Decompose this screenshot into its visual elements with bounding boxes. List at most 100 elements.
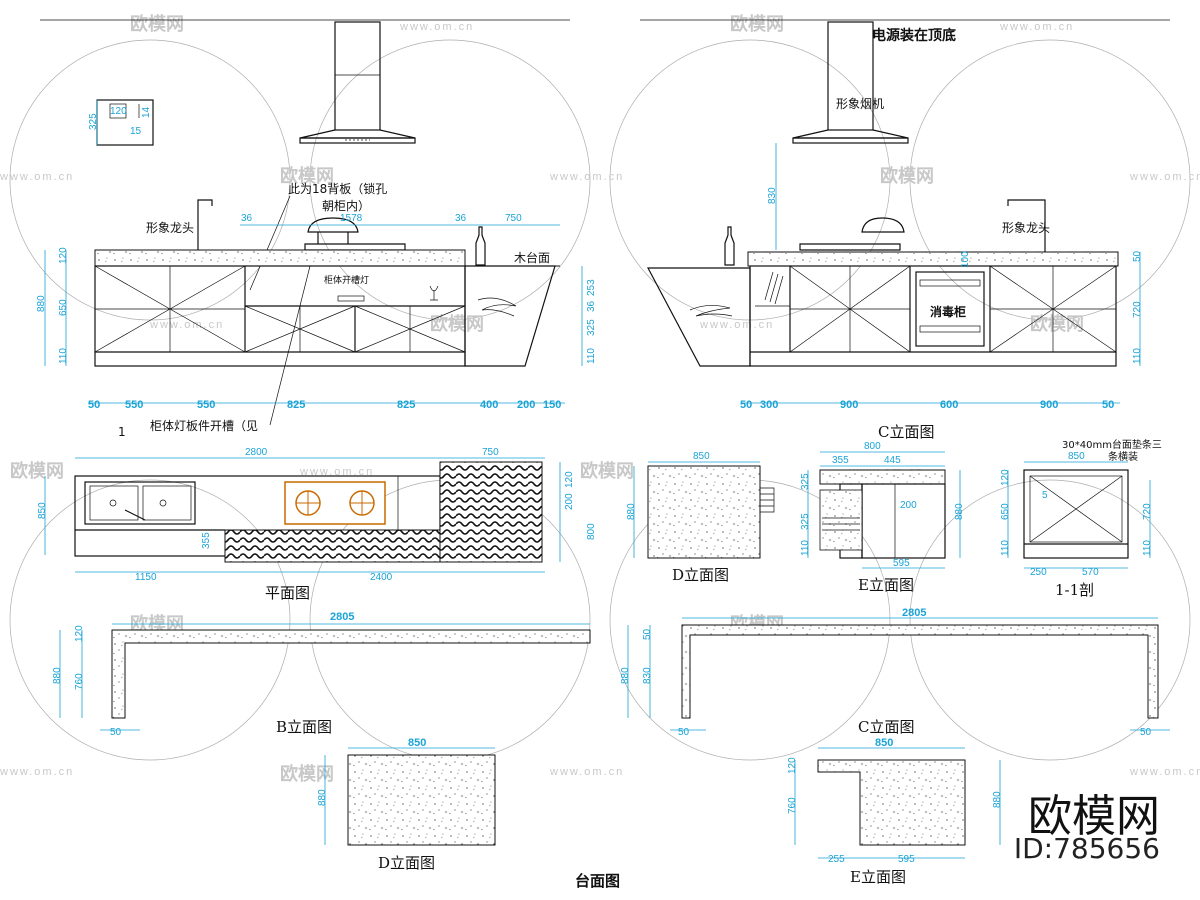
svg-text:120: 120	[58, 247, 69, 264]
svg-text:50: 50	[642, 628, 653, 640]
svg-text:400: 400	[480, 399, 498, 411]
title-e-elevation-counter: E立面图	[850, 868, 906, 886]
svg-text:900: 900	[1040, 399, 1058, 411]
hood-detail-box: 325 120 14 15	[88, 99, 154, 146]
svg-text:880: 880	[36, 295, 47, 312]
svg-text:www.om.cn: www.om.cn	[699, 319, 774, 331]
svg-text:880: 880	[992, 791, 1003, 808]
svg-text:830: 830	[767, 187, 778, 204]
title-section: 1-1剖	[1055, 581, 1094, 599]
svg-text:www.om.cn: www.om.cn	[549, 766, 624, 778]
svg-text:柜体灯板件开槽（见: 柜体灯板件开槽（见	[150, 419, 258, 433]
svg-text:255: 255	[828, 854, 845, 865]
svg-text:欧模网: 欧模网	[580, 460, 634, 482]
svg-text:形象烟机: 形象烟机	[836, 97, 884, 111]
svg-text:2400: 2400	[370, 572, 393, 583]
svg-text:2805: 2805	[330, 611, 354, 623]
plan-view: 2800 750 850 1150 2400 355 120 200 800 平…	[37, 447, 597, 602]
svg-text:200: 200	[900, 500, 917, 511]
svg-text:120: 120	[110, 106, 127, 117]
svg-text:110: 110	[58, 348, 69, 364]
svg-text:595: 595	[893, 558, 910, 569]
svg-text:1150: 1150	[135, 572, 157, 583]
svg-text:570: 570	[1082, 567, 1099, 578]
svg-text:110: 110	[1000, 540, 1011, 556]
svg-text:1: 1	[118, 425, 126, 439]
svg-text:720: 720	[1132, 301, 1143, 318]
svg-text:50: 50	[88, 399, 100, 411]
svg-text:14: 14	[141, 106, 152, 118]
svg-text:朝柜内）: 朝柜内）	[322, 199, 370, 213]
svg-text:100: 100	[960, 251, 971, 268]
svg-text:850: 850	[37, 502, 48, 519]
svg-text:柜体开槽灯: 柜体开槽灯	[324, 274, 369, 286]
svg-text:550: 550	[197, 399, 215, 411]
svg-text:355: 355	[201, 532, 212, 549]
svg-text:150: 150	[543, 399, 561, 411]
svg-text:www.om.cn: www.om.cn	[0, 171, 74, 183]
svg-text:2800: 2800	[245, 447, 268, 458]
svg-text:760: 760	[787, 797, 798, 814]
svg-text:30*40mm台面垫条三: 30*40mm台面垫条三	[1062, 438, 1162, 451]
svg-text:电源装在顶底: 电源装在顶底	[872, 27, 956, 44]
svg-text:www.om.cn: www.om.cn	[1129, 766, 1200, 778]
svg-text:595: 595	[898, 854, 915, 865]
svg-text:880: 880	[52, 667, 63, 684]
title-plan: 平面图	[265, 584, 310, 602]
svg-text:50: 50	[678, 727, 690, 738]
svg-text:750: 750	[482, 447, 499, 458]
svg-text:此为18背板（锁孔: 此为18背板（锁孔	[288, 181, 387, 196]
svg-text:825: 825	[287, 399, 305, 411]
svg-text:欧模网: 欧模网	[1030, 313, 1084, 335]
svg-text:110: 110	[800, 540, 811, 556]
svg-text:50: 50	[110, 727, 122, 738]
watermark-logo: 欧模网	[1028, 791, 1160, 842]
svg-text:条横装: 条横装	[1108, 450, 1138, 463]
svg-text:750: 750	[505, 213, 522, 224]
svg-text:445: 445	[884, 455, 901, 466]
svg-text:250: 250	[1030, 567, 1047, 578]
title-c-elevation-top: C立面图	[878, 423, 934, 441]
svg-text:欧模网: 欧模网	[430, 313, 484, 335]
svg-text:欧模网: 欧模网	[280, 763, 334, 785]
title-d-elevation: D立面图	[672, 566, 729, 584]
svg-text:1578: 1578	[340, 213, 363, 224]
svg-text:325: 325	[800, 473, 811, 490]
svg-text:720: 720	[1142, 503, 1153, 520]
svg-text:www.om.cn: www.om.cn	[0, 766, 74, 778]
svg-text:650: 650	[1000, 503, 1011, 520]
svg-text:880: 880	[620, 667, 631, 684]
svg-text:36: 36	[455, 213, 467, 224]
title-b-elevation-counter: B立面图	[276, 718, 332, 736]
svg-text:欧模网: 欧模网	[280, 165, 334, 187]
range-hood-left	[299, 21, 416, 144]
svg-text:830: 830	[642, 667, 653, 684]
svg-text:850: 850	[408, 737, 426, 749]
counter-e-elevation: 850 120 760 880 255 595 E立面图	[787, 737, 1003, 886]
b-elevation-top: 325 120 14 15 形象龙头 此为18背板（锁孔 朝柜内） 柜体	[36, 19, 597, 439]
svg-text:形象龙头: 形象龙头	[146, 221, 194, 235]
svg-text:欧模网: 欧模网	[10, 460, 64, 482]
title-d-elevation-counter: D立面图	[378, 854, 435, 872]
svg-text:木台面: 木台面	[514, 250, 550, 265]
d-elevation-small: 850 880 D立面图	[626, 451, 775, 584]
svg-text:600: 600	[940, 399, 958, 411]
svg-text:900: 900	[840, 399, 858, 411]
svg-text:300: 300	[760, 399, 778, 411]
svg-text:355: 355	[832, 455, 849, 466]
counter-d-elevation: 850 880 D立面图	[317, 737, 496, 872]
svg-text:www.om.cn: www.om.cn	[399, 21, 474, 33]
svg-text:欧模网: 欧模网	[130, 13, 184, 35]
svg-text:50: 50	[1140, 727, 1152, 738]
title-counter-plan: 台面图	[575, 872, 620, 890]
svg-text:50: 50	[1102, 399, 1114, 411]
svg-text:325: 325	[88, 113, 99, 130]
svg-text:110: 110	[1142, 540, 1153, 556]
svg-text:650: 650	[58, 299, 69, 316]
svg-text:36: 36	[586, 300, 597, 312]
svg-text:825: 825	[397, 399, 415, 411]
svg-text:253: 253	[586, 279, 597, 296]
svg-text:50: 50	[740, 399, 752, 411]
svg-text:www.om.cn: www.om.cn	[1129, 171, 1200, 183]
title-e-elevation: E立面图	[858, 576, 914, 594]
